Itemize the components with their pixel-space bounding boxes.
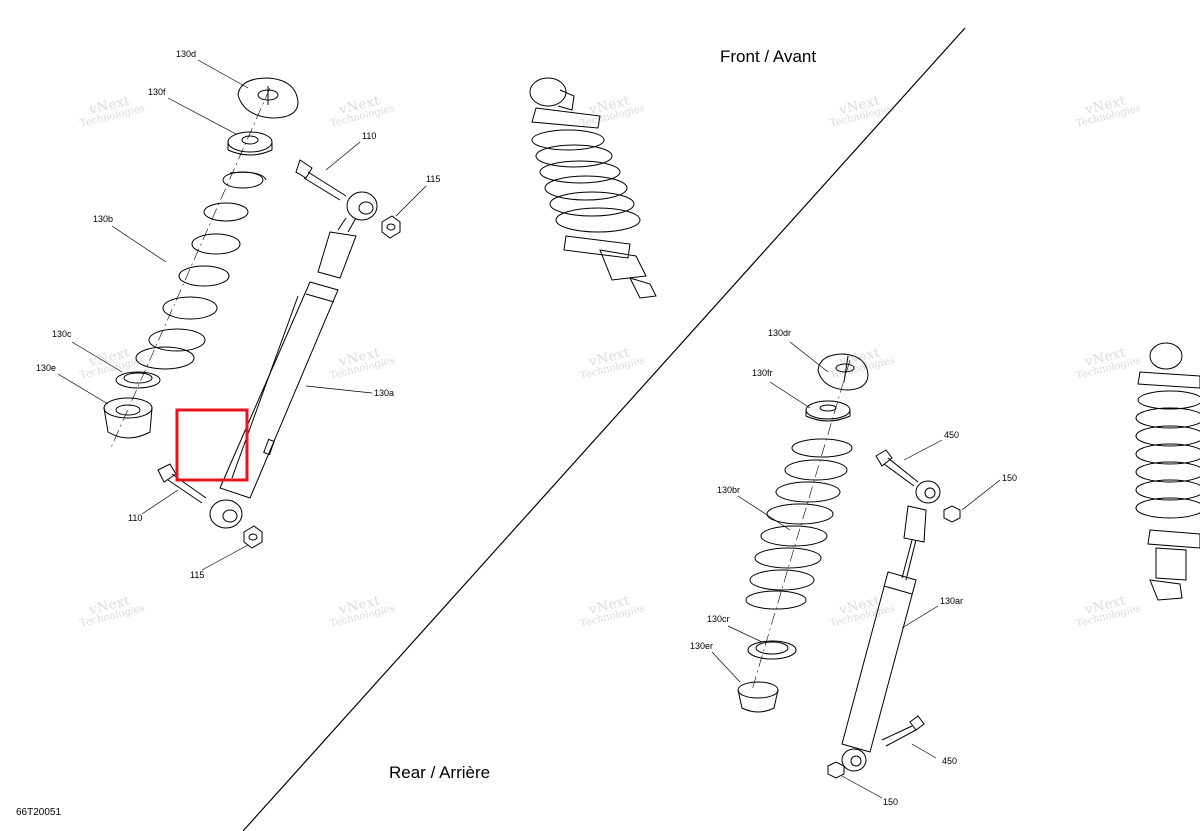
callout-130a: 130a (374, 388, 395, 398)
rear-shock-130ar (841, 480, 941, 772)
callout-130br: 130br (717, 485, 741, 495)
callout-450-upper: 450 (944, 430, 960, 440)
callout-450-lower: 450 (942, 756, 958, 766)
callout-130cr: 130cr (707, 614, 730, 624)
heading-front: Front / Avant (720, 47, 817, 66)
callout-130ar: 130ar (940, 596, 964, 606)
rear-assembled-shock (1135, 342, 1200, 601)
divider-line (242, 27, 966, 831)
front-retainer-130e (103, 397, 153, 439)
callout-110-upper: 110 (362, 131, 377, 141)
callout-130d: 130d (176, 49, 197, 59)
heading-rear: Rear / Arrière (389, 763, 491, 782)
rear-spring-130br (745, 438, 853, 610)
highlight-box (175, 408, 249, 482)
callout-150-lower: 150 (883, 797, 899, 807)
rear-spacer-130fr (805, 400, 851, 422)
rear-bolt-450-upper (875, 449, 919, 487)
callout-130b: 130b (93, 214, 114, 224)
front-nut-115-upper (381, 215, 401, 239)
callout-130f: 130f (148, 87, 166, 97)
callout-130e: 130e (36, 363, 57, 373)
front-shock-130a (209, 191, 378, 529)
rear-nut-150-lower (827, 761, 845, 779)
front-assembled-shock (529, 77, 657, 299)
callout-130fr: 130fr (752, 368, 773, 378)
rear-ring-130cr (747, 640, 797, 660)
callout-130er: 130er (690, 641, 714, 651)
rear-retainer-130er (737, 681, 779, 713)
front-spring-130b (135, 171, 267, 370)
rear-nut-150-upper (943, 505, 961, 523)
callout-115-lower: 115 (190, 570, 205, 580)
front-nut-115-lower (243, 525, 263, 549)
front-spacer-130f (227, 131, 273, 156)
front-ring-130c (115, 371, 161, 389)
front-bolt-110-upper (295, 159, 347, 201)
callout-130dr: 130dr (768, 328, 792, 338)
callout-130c: 130c (52, 329, 72, 339)
callout-110-lower: 110 (128, 513, 143, 523)
front-bolt-110-lower (157, 463, 207, 504)
front-spring-seat-130d (237, 77, 299, 119)
rear-spring-seat-130dr (817, 353, 869, 391)
rear-bolt-450-lower (881, 715, 925, 747)
callout-115-upper: 115 (426, 174, 441, 184)
callout-150-upper: 150 (1002, 473, 1018, 483)
drawing-code: 66T20051 (16, 807, 62, 818)
